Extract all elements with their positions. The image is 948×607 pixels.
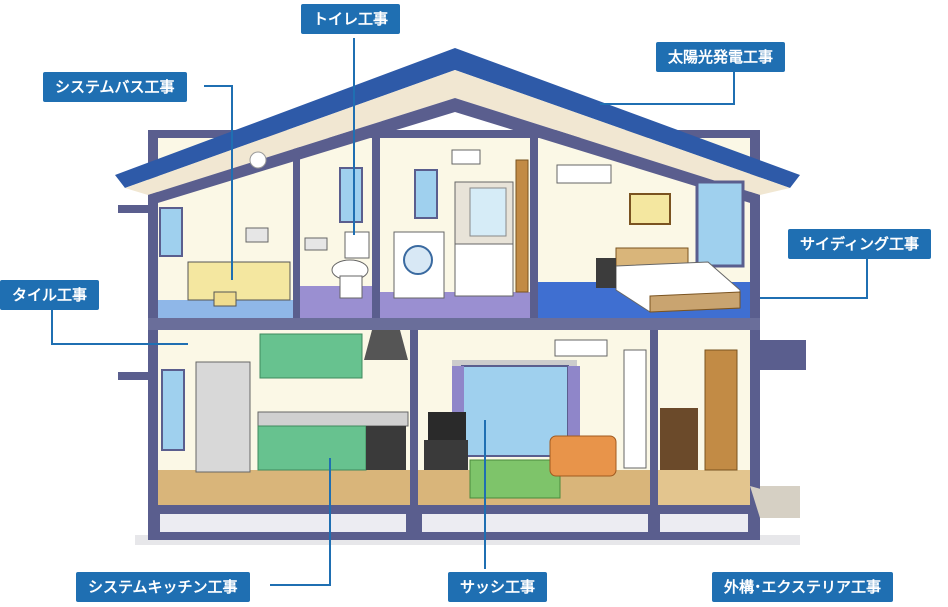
tile-work-label: タイル工事 <box>0 280 100 310</box>
siding-work-label: サイディング工事 <box>788 229 931 259</box>
side-table <box>596 258 616 288</box>
sofa <box>549 435 617 477</box>
toilet-remote <box>304 237 328 251</box>
vanity-cabinet <box>454 243 514 297</box>
window-living <box>461 365 569 457</box>
system-kitchen-work-label: システムキッチン工事 <box>76 572 250 602</box>
leader-siding <box>760 244 868 299</box>
eave-right-upper <box>760 340 806 370</box>
curtain-rail <box>452 360 577 366</box>
kitchen-floor <box>158 470 410 505</box>
bathtub <box>187 261 291 301</box>
oven <box>366 426 406 470</box>
tv <box>428 412 466 440</box>
kitchen-counter <box>257 411 409 427</box>
eave-left-lower <box>118 372 150 380</box>
leader-solar <box>600 70 735 105</box>
window-bath <box>159 207 183 257</box>
shoe-cabinet <box>660 408 698 470</box>
kitchen-upper-cabinet <box>259 333 363 379</box>
window-bedroom <box>695 180 745 268</box>
toilet-work-label: トイレ工事 <box>301 4 401 34</box>
wall-picture <box>629 193 671 225</box>
washroom-door <box>515 159 529 293</box>
window-toilet <box>339 167 363 223</box>
living-ac <box>554 339 608 357</box>
leader-system-kitchen <box>270 458 331 586</box>
range-hood <box>364 330 408 360</box>
window-kitchen <box>161 369 185 451</box>
bath-stool <box>213 291 237 307</box>
toilet-tank <box>344 231 370 259</box>
entrance-floor <box>658 470 750 505</box>
entrance-step <box>750 486 800 518</box>
bedroom-ac <box>556 164 612 184</box>
window-washroom <box>414 169 438 219</box>
exterior-work-label: 外構･エクステリア工事 <box>712 572 894 602</box>
leader-system-bath <box>204 85 233 280</box>
leader-lines <box>51 38 868 586</box>
toilet-base <box>339 275 363 299</box>
tv-stand <box>424 440 468 470</box>
bath-panel <box>245 227 269 243</box>
leader-tile <box>51 307 188 345</box>
eave-left-upper <box>118 205 150 213</box>
front-door <box>704 349 738 471</box>
system-bath-work-label: システムバス工事 <box>43 72 187 102</box>
refrigerator <box>195 361 251 473</box>
middle-slab <box>148 318 760 330</box>
rug <box>469 459 561 499</box>
kitchen-lower-cabinet <box>257 425 367 471</box>
living-door <box>623 349 647 469</box>
bathroom-floor <box>158 300 293 318</box>
sash-work-label: サッシ工事 <box>448 572 548 602</box>
bath-light <box>249 151 267 169</box>
solar-power-work-label: 太陽光発電工事 <box>656 42 786 72</box>
washroom-ac <box>451 149 481 165</box>
